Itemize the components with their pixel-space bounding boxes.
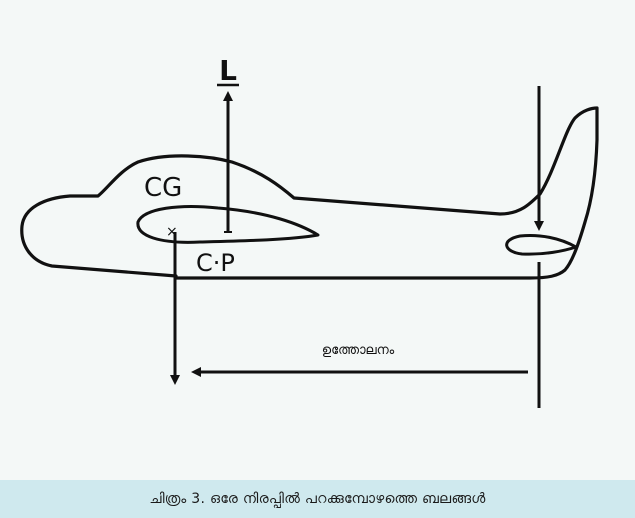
fuselage-outline xyxy=(20,106,599,280)
cg-label: CG xyxy=(144,173,182,203)
cg-point-mark: × xyxy=(166,224,178,240)
caption-bar: ചിത്രം 3. ഒരേ നിരപ്പിൽ പറക്കുമ്പോഴത്തെ ബ… xyxy=(0,480,635,518)
tail-airfoil xyxy=(505,234,578,256)
moment-label: ഉത്തോലനം xyxy=(322,343,395,358)
figure-caption: ചിത്രം 3. ഒരേ നിരപ്പിൽ പറക്കുമ്പോഴത്തെ ബ… xyxy=(149,491,486,507)
cp-label: C·P xyxy=(196,249,235,277)
wing-airfoil xyxy=(136,205,320,244)
airplane-diagram-svg: × L CG C·P ഉത്തോലനം xyxy=(20,54,599,408)
force-diagram: × L CG C·P ഉത്തോലനം xyxy=(20,54,599,408)
lift-label: L xyxy=(219,54,237,87)
